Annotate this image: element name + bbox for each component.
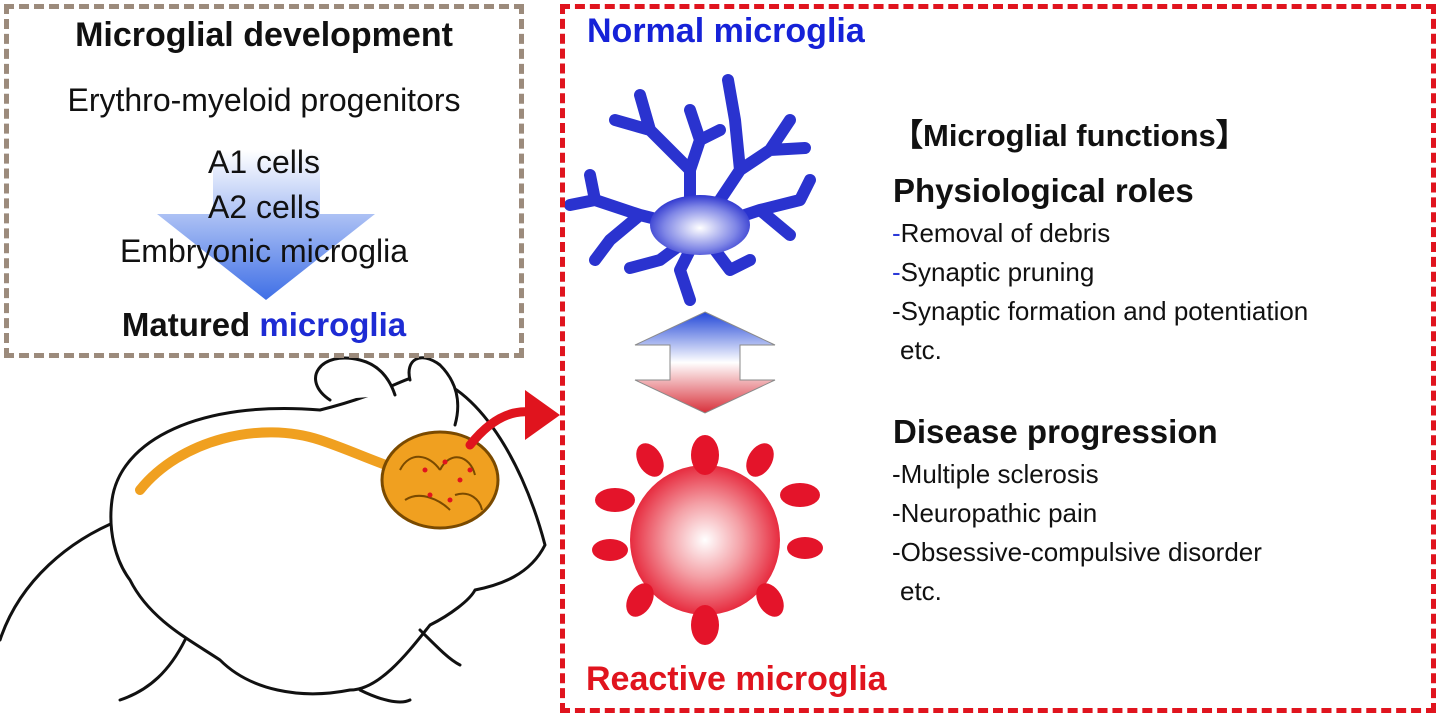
brain-to-functions-arrow	[465, 407, 535, 450]
list-item: -Removal of debris	[892, 218, 1111, 248]
functions-heading: 【Microglial functions】	[892, 118, 1247, 153]
development-title: Microglial development	[75, 16, 453, 54]
list-item: -Synaptic pruning	[892, 257, 1095, 287]
list-item: -Synaptic formation and potentiation	[892, 296, 1309, 326]
development-box	[4, 4, 524, 358]
matured-microglia-label: Matured microglia	[121, 306, 407, 343]
progenitors-label: Erythro-myeloid progenitors	[67, 82, 461, 118]
spinal-cord	[135, 427, 405, 495]
reactive-microglia-icon	[592, 435, 823, 645]
list-item: -Multiple sclerosis	[892, 459, 1099, 489]
brain-icon	[380, 430, 500, 530]
list-item: -Obsessive-compulsive disorder	[892, 537, 1262, 567]
mouse-illustration	[0, 356, 547, 704]
reactive-microglia-title: Reactive microglia	[586, 660, 887, 698]
functions-box	[560, 4, 1436, 713]
normal-microglia-title: Normal microglia	[587, 12, 865, 50]
a2-cells-label: A2 cells	[207, 189, 321, 225]
development-arrow	[157, 150, 375, 300]
state-transition-arrow	[634, 311, 776, 414]
disease-etc: etc.	[900, 576, 942, 606]
disease-progression-title: Disease progression	[893, 413, 1218, 450]
a1-cells-label: A1 cells	[207, 144, 321, 180]
physiological-etc: etc.	[900, 335, 942, 365]
physiological-roles-title: Physiological roles	[893, 172, 1194, 209]
embryonic-microglia-label: Embryonic microglia	[119, 233, 409, 269]
normal-microglia-icon	[564, 74, 816, 306]
list-item: -Neuropathic pain	[892, 498, 1098, 528]
